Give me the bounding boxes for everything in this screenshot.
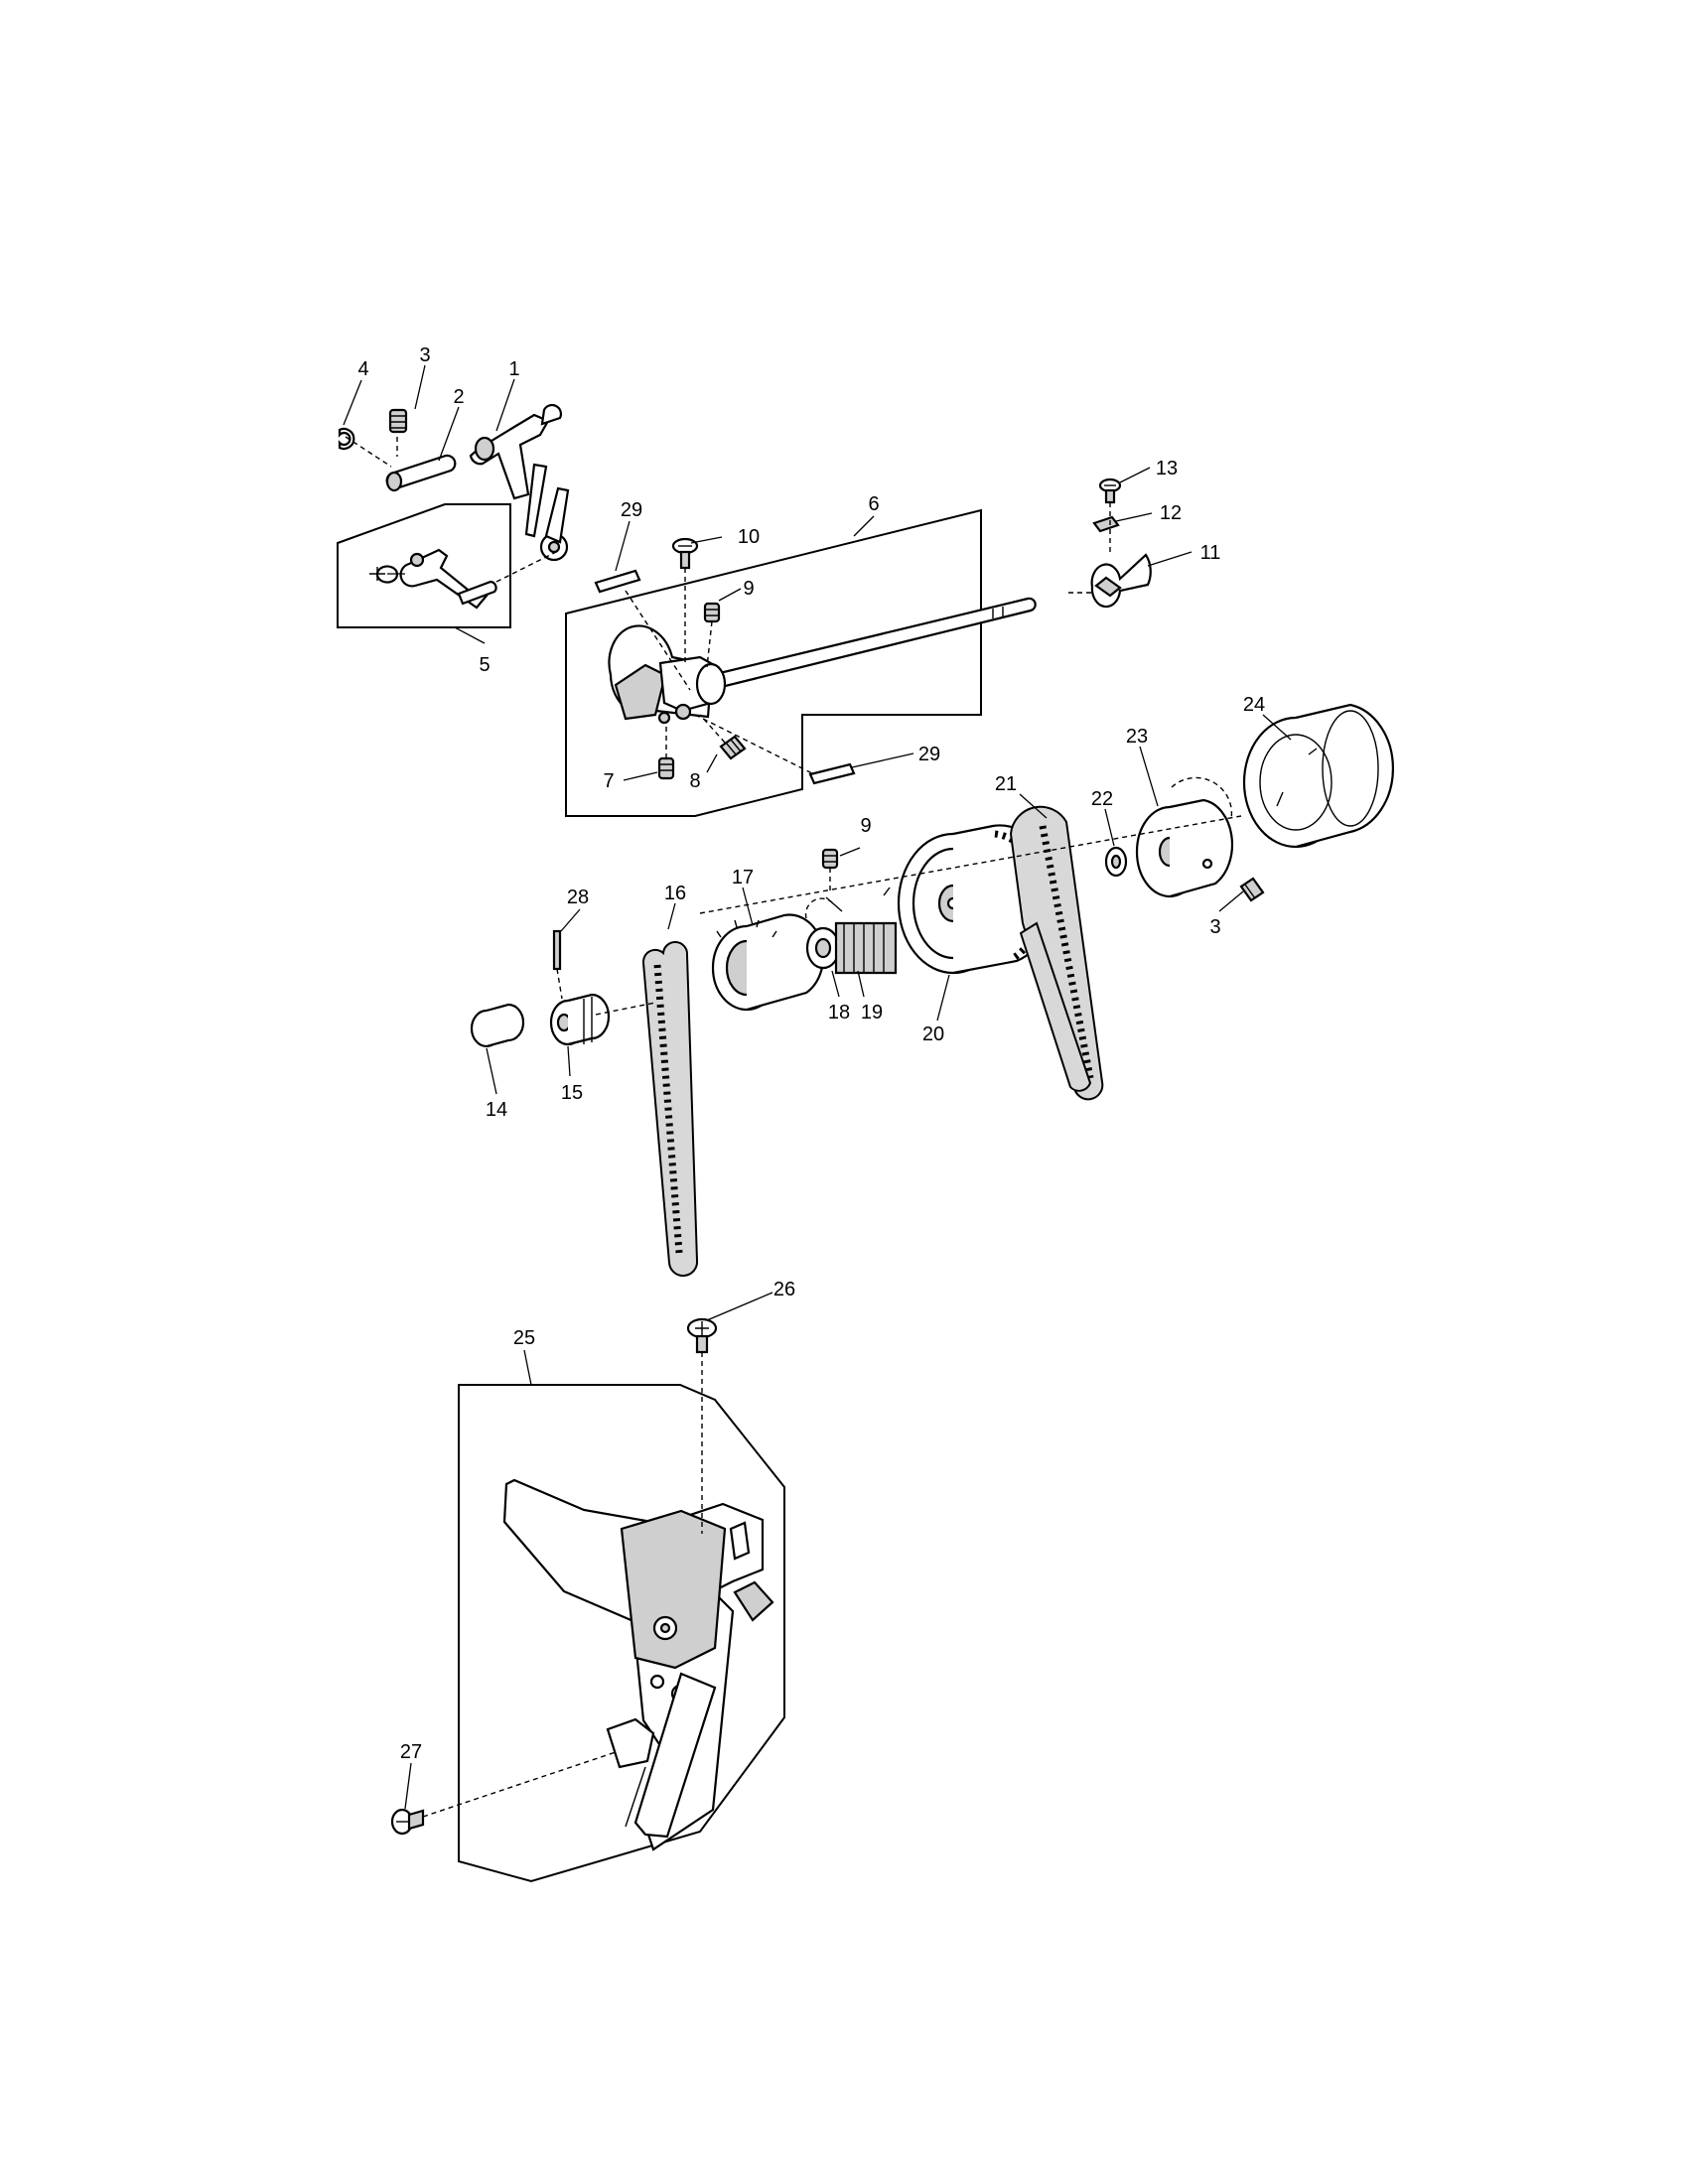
callout-8: 8 [689, 770, 700, 792]
part-2-pin [385, 454, 457, 492]
callout-13: 13 [1156, 458, 1178, 479]
part-11-cam [1090, 553, 1152, 609]
part-6-shaft-assembly-box [565, 508, 1037, 817]
part-12-clip [1092, 515, 1120, 533]
callout-21: 21 [995, 773, 1017, 795]
part-29-key-upper [594, 569, 641, 594]
part-5-crank-assembly-box [337, 503, 557, 628]
part-9-set-screw-upper [703, 602, 721, 623]
callout-9: 9 [743, 578, 754, 600]
callout-29: 29 [621, 499, 642, 521]
callout-5: 5 [479, 654, 490, 676]
callout-12: 12 [1160, 502, 1182, 524]
callout-20: 20 [922, 1024, 944, 1045]
callout-14: 14 [486, 1099, 507, 1121]
callout-24: 24 [1243, 694, 1265, 716]
callout-15: 15 [561, 1082, 583, 1104]
part-9-set-screw-lower [821, 848, 839, 870]
part-26-screw [686, 1317, 718, 1354]
part-24-handwheel [1242, 703, 1394, 849]
part-8-set-screw [719, 735, 747, 760]
callout-3: 3 [419, 344, 430, 366]
part-20-large-pulley [897, 824, 1056, 975]
callout-11: 11 [1200, 542, 1221, 564]
part-7-set-screw [657, 756, 675, 780]
part-4-retaining-ring [338, 427, 355, 451]
callout-6: 6 [868, 493, 879, 515]
part-3-set-screw [388, 408, 408, 434]
callout-26: 26 [773, 1279, 795, 1300]
part-13-screw [1098, 478, 1122, 504]
callout-10: 10 [738, 526, 760, 548]
callout-9: 9 [860, 815, 871, 837]
callout-1: 1 [508, 358, 519, 380]
part-23-hub [1135, 798, 1234, 898]
callout-19: 19 [861, 1002, 883, 1024]
callout-2: 2 [453, 386, 464, 408]
part-18-washer [805, 926, 841, 970]
part-28-pin [552, 929, 562, 971]
callout-7: 7 [603, 770, 614, 792]
part-19-spring [825, 887, 898, 975]
part-16-timing-belt-left [641, 941, 699, 1278]
part-3-set-screw-lower [1239, 877, 1265, 902]
callout-28: 28 [567, 887, 589, 908]
part-27-screw [390, 1808, 425, 1836]
part-1-lever-arm [469, 403, 570, 562]
part-21-timing-belt-right [1009, 805, 1104, 1101]
callout-4: 4 [357, 358, 368, 380]
part-25-bracket-assembly-box [458, 1384, 785, 1883]
callout-22: 22 [1091, 788, 1113, 810]
callout-18: 18 [828, 1002, 850, 1024]
callout-labels: 1 2 3 3 4 5 6 7 8 9 9 10 11 12 13 14 15 … [357, 344, 1265, 1763]
part-15-gear [549, 993, 611, 1046]
part-10-screw [671, 537, 699, 570]
callout-23: 23 [1126, 726, 1148, 748]
part-29-key-lower [808, 762, 856, 785]
callout-17: 17 [732, 867, 754, 888]
part-14-bushing [470, 1003, 525, 1048]
part-22-washer [1104, 846, 1128, 878]
callout-25: 25 [513, 1327, 535, 1349]
callout-27: 27 [400, 1741, 422, 1763]
leader-lines [343, 364, 1292, 1810]
callout-16: 16 [664, 883, 686, 904]
callout-29: 29 [918, 744, 940, 765]
part-17-clutch-hub [711, 913, 825, 1012]
callout-3: 3 [1209, 916, 1220, 938]
